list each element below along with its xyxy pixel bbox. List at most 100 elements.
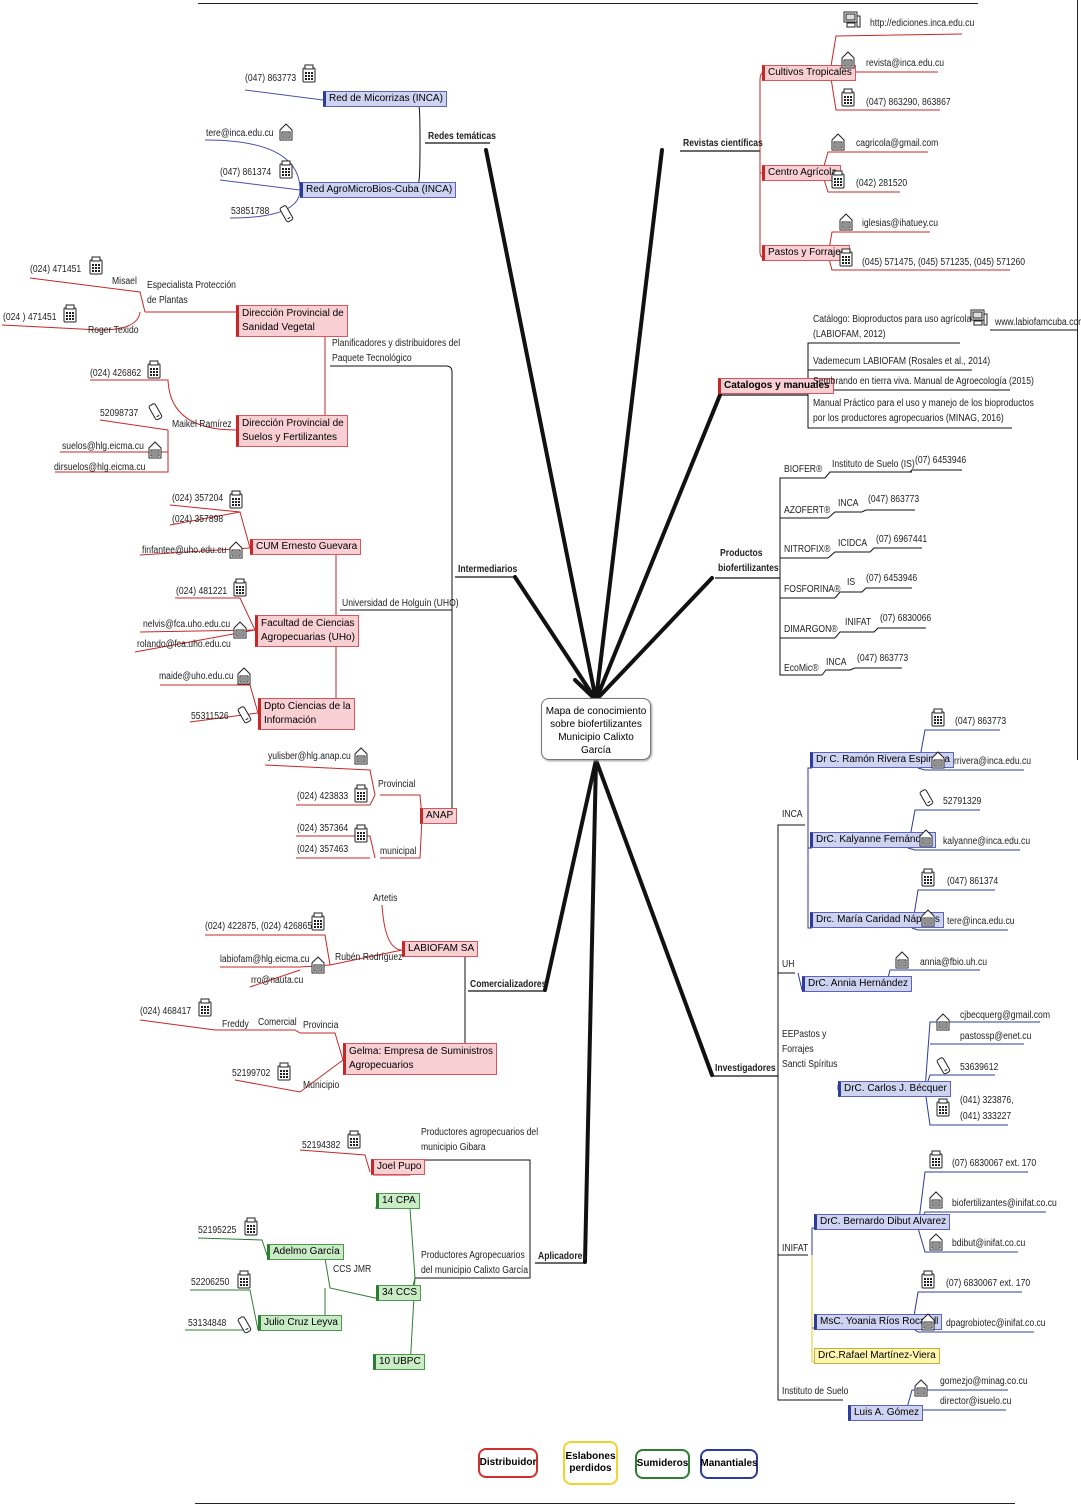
level-label: Provincial xyxy=(378,779,416,790)
email-address[interactable]: suelos@hlg.eicma.cu xyxy=(62,441,144,452)
person-name: Maikel Ramírez xyxy=(172,419,232,430)
email-address[interactable]: gomezjo@minag.co.cu xyxy=(940,1376,1028,1387)
group-label: Productores Agropecuarios xyxy=(421,1250,525,1261)
node-anap[interactable]: ANAP xyxy=(420,808,458,824)
node-ramon-rivera[interactable]: Dr C. Ramón Rivera Espinosa xyxy=(810,752,954,768)
email-address[interactable]: iglesias@ihatuey.cu xyxy=(862,218,938,229)
legend-distribuidor: Distribuidor xyxy=(478,1448,538,1478)
right-border xyxy=(1077,0,1078,760)
node-14-cpa[interactable]: 14 CPA xyxy=(376,1193,420,1209)
branch-catalogos[interactable]: Catalogos y manuales xyxy=(718,378,834,394)
product-name[interactable]: AZOFERT® xyxy=(784,505,831,516)
email-address[interactable]: bdibut@inifat.co.cu xyxy=(952,1238,1026,1249)
institution-label: Sancti Spíritus xyxy=(782,1059,838,1070)
product-name[interactable]: EcoMic® xyxy=(784,663,819,674)
branch-revistas[interactable]: Revistas científicas xyxy=(683,138,763,149)
email-address[interactable]: biofertilizantes@inifat.co.cu xyxy=(952,1198,1057,1209)
mobile-number: 53639612 xyxy=(960,1062,999,1073)
mailbox-icon xyxy=(228,540,244,560)
node-34-ccs[interactable]: 34 CCS xyxy=(376,1285,422,1301)
phone-number: (07) 6453946 xyxy=(915,455,967,466)
catalog-item[interactable]: Manual Práctico para el uso y manejo de … xyxy=(813,398,1034,409)
node-bernardo-dibut[interactable]: DrC. Bernardo Dibut Alvarez xyxy=(814,1214,951,1230)
email-address[interactable]: tere@inca.edu.cu xyxy=(206,128,274,139)
central-topic-line2: sobre biofertilizantes xyxy=(550,719,642,730)
email-address[interactable]: annia@fbio.uh.cu xyxy=(920,957,988,968)
node-luis-gomez[interactable]: Luis A. Gómez xyxy=(848,1405,924,1421)
branch-productos-1[interactable]: Productos xyxy=(720,548,763,559)
mailbox-icon xyxy=(928,1190,944,1210)
node-rafael-martinez[interactable]: DrC.Rafael Martínez-Viera xyxy=(814,1348,940,1364)
mobile-number: 52098737 xyxy=(100,408,139,419)
phone-number: (07) 6967441 xyxy=(876,534,928,545)
email-address[interactable]: finfantee@uho.edu.cu xyxy=(142,545,227,556)
email-address[interactable]: labiofam@hlg.eicma.cu xyxy=(220,954,310,965)
email-address[interactable]: dirsuelos@hlg.eicma.cu xyxy=(54,462,146,473)
node-10-ubpc[interactable]: 10 UBPC xyxy=(373,1354,425,1370)
mobile-phone-icon xyxy=(935,1056,951,1076)
email-address[interactable]: revista@inca.edu.cu xyxy=(866,58,945,69)
email-address[interactable]: yulisber@hlg.anap.cu xyxy=(268,751,351,762)
website-url[interactable]: http://ediciones.inca.edu.cu xyxy=(870,18,975,29)
email-address[interactable]: director@isuelo.cu xyxy=(940,1396,1012,1407)
website-url[interactable]: www.labiofamcuba.com xyxy=(995,317,1081,328)
product-name[interactable]: DIMARGON® xyxy=(784,624,838,635)
person-name: Rubén Rodríguez xyxy=(335,952,403,963)
mobile-phone-icon xyxy=(918,788,934,808)
branch-redes[interactable]: Redes temáticas xyxy=(428,131,496,142)
phone-number: (047) 863773 xyxy=(245,73,297,84)
node-julio-cruz-leyva[interactable]: Julio Cruz Leyva xyxy=(258,1315,342,1331)
email-address[interactable]: cagricola@gmail.com xyxy=(856,138,939,149)
product-name[interactable]: BIOFER® xyxy=(784,464,823,475)
catalog-item[interactable]: Catálogo: Bioproductos para uso agrícola xyxy=(813,314,972,325)
email-address[interactable]: rrivera@inca.edu.cu xyxy=(954,756,1032,767)
mobile-number: 52195225 xyxy=(198,1225,237,1236)
branch-productos-2[interactable]: biofertilizantes xyxy=(718,563,779,574)
branch-comercializadores[interactable]: Comercializadores xyxy=(470,979,547,990)
email-address[interactable]: nelvis@fca.uho.edu.cu xyxy=(143,619,231,630)
email-address[interactable]: rolando@fca.uho.edu.cu xyxy=(137,639,231,650)
product-name[interactable]: FOSFORINA® xyxy=(784,584,841,595)
catalog-item[interactable]: Vademecum LABIOFAM (Rosales et al., 2014… xyxy=(813,356,991,367)
node-joel-pupo[interactable]: Joel Pupo xyxy=(371,1159,426,1175)
mobile-phone-icon xyxy=(278,204,294,224)
node-maria-napoles[interactable]: Drc. María Caridad Nápoles xyxy=(810,912,944,928)
mailbox-icon xyxy=(920,908,936,928)
node-kalyanne-fernandez[interactable]: DrC. Kalyanne Fernández xyxy=(810,832,936,848)
institution-label: UH xyxy=(782,959,795,970)
node-cultivos-tropicales[interactable]: Cultivos Tropicales xyxy=(762,65,856,81)
product-name[interactable]: NITROFIX® xyxy=(784,544,831,555)
group-label: del municipio Calixto García xyxy=(421,1265,529,1276)
email-address[interactable]: pastossp@enet.cu xyxy=(960,1031,1032,1042)
branch-investigadores[interactable]: Investigadores xyxy=(715,1063,776,1074)
email-address[interactable]: maide@uho.edu.cu xyxy=(159,671,234,682)
node-cum-ernesto-guevara[interactable]: CUM Ernesto Guevara xyxy=(250,539,362,555)
branch-aplicadores[interactable]: Aplicadores xyxy=(538,1251,588,1262)
node-labiofam-sa[interactable]: LABIOFAM SA xyxy=(402,941,479,957)
email-address[interactable]: tere@inca.edu.cu xyxy=(947,916,1015,927)
node-yoania-rios[interactable]: MsC. Yoania Ríos Rocafull xyxy=(814,1314,943,1330)
email-address[interactable]: kalyanne@inca.edu.cu xyxy=(943,836,1031,847)
catalog-item[interactable]: Sembrando en tierra viva. Manual de Agro… xyxy=(813,376,1034,387)
email-address[interactable]: dpagrobiotec@inifat.co.cu xyxy=(946,1318,1046,1329)
product-org: INCA xyxy=(826,657,847,668)
node-carlos-becquer[interactable]: DrC. Carlos J. Bécquer xyxy=(838,1081,951,1097)
central-topic[interactable]: Mapa de conocimiento sobre biofertilizan… xyxy=(541,698,651,760)
phone-number: (047) 863773 xyxy=(857,653,909,664)
email-address[interactable]: cjbecquerg@gmail.com xyxy=(960,1010,1050,1021)
node-adelmo-garcia[interactable]: Adelmo García xyxy=(267,1244,344,1260)
node-red-micorrizas[interactable]: Red de Micorrizas (INCA) xyxy=(323,91,447,107)
group-label: municipio Gibara xyxy=(421,1142,486,1153)
branch-intermediarios[interactable]: Intermediarios xyxy=(458,564,518,575)
node-pastos-forrajes[interactable]: Pastos y Forrajes xyxy=(762,245,850,261)
node-annia-hernandez[interactable]: DrC. Annia Hernández xyxy=(802,976,913,992)
spoke-productos xyxy=(594,576,714,702)
node-red-agromicrobios[interactable]: Red AgroMicroBios-Cuba (INCA) xyxy=(300,182,457,198)
email-address[interactable]: rro@nauta.cu xyxy=(251,975,304,986)
telephone-icon xyxy=(197,998,213,1018)
